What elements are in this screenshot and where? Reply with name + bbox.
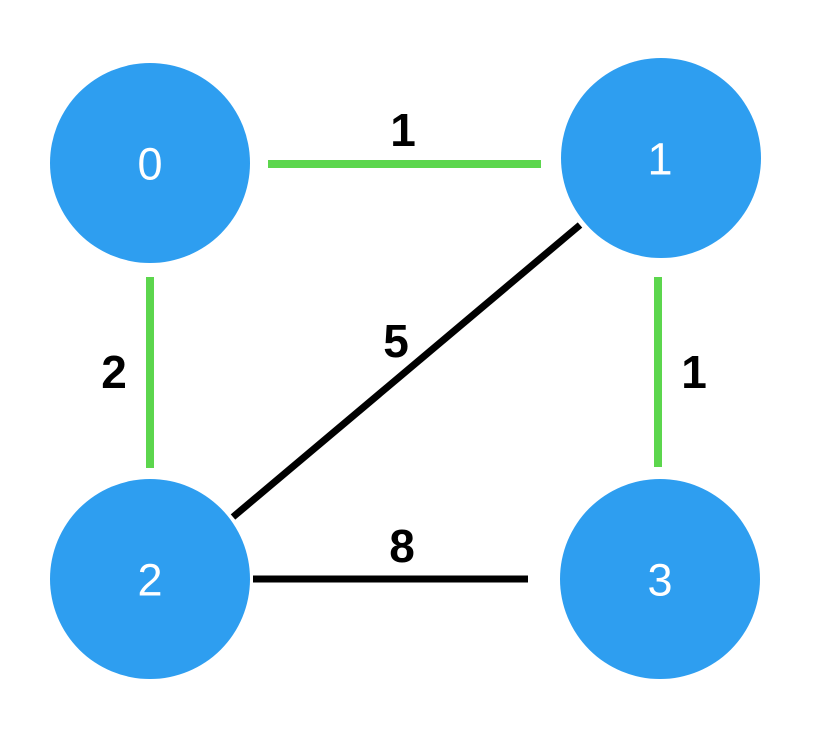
edge-weight-layer: 1 2 1 5 8 [101,104,707,572]
edge-2-3-weight-label: 8 [389,520,415,572]
node-3-label: 3 [647,555,672,606]
node-1-label: 1 [647,134,672,185]
node-layer: 0 1 2 3 [50,58,761,679]
node-2-label: 2 [137,555,162,606]
edge-1-2 [230,222,583,520]
edge-layer [146,160,662,583]
node-0 [50,63,250,263]
node-1 [561,58,761,258]
edge-1-2-weight-label: 5 [383,315,409,367]
node-3 [560,479,760,679]
node-2 [50,479,250,679]
node-0-label: 0 [137,139,162,190]
edge-1-3-weight-label: 1 [681,346,707,398]
edge-0-1-weight-label: 1 [390,104,416,156]
edge-0-2-weight-label: 2 [101,346,127,398]
